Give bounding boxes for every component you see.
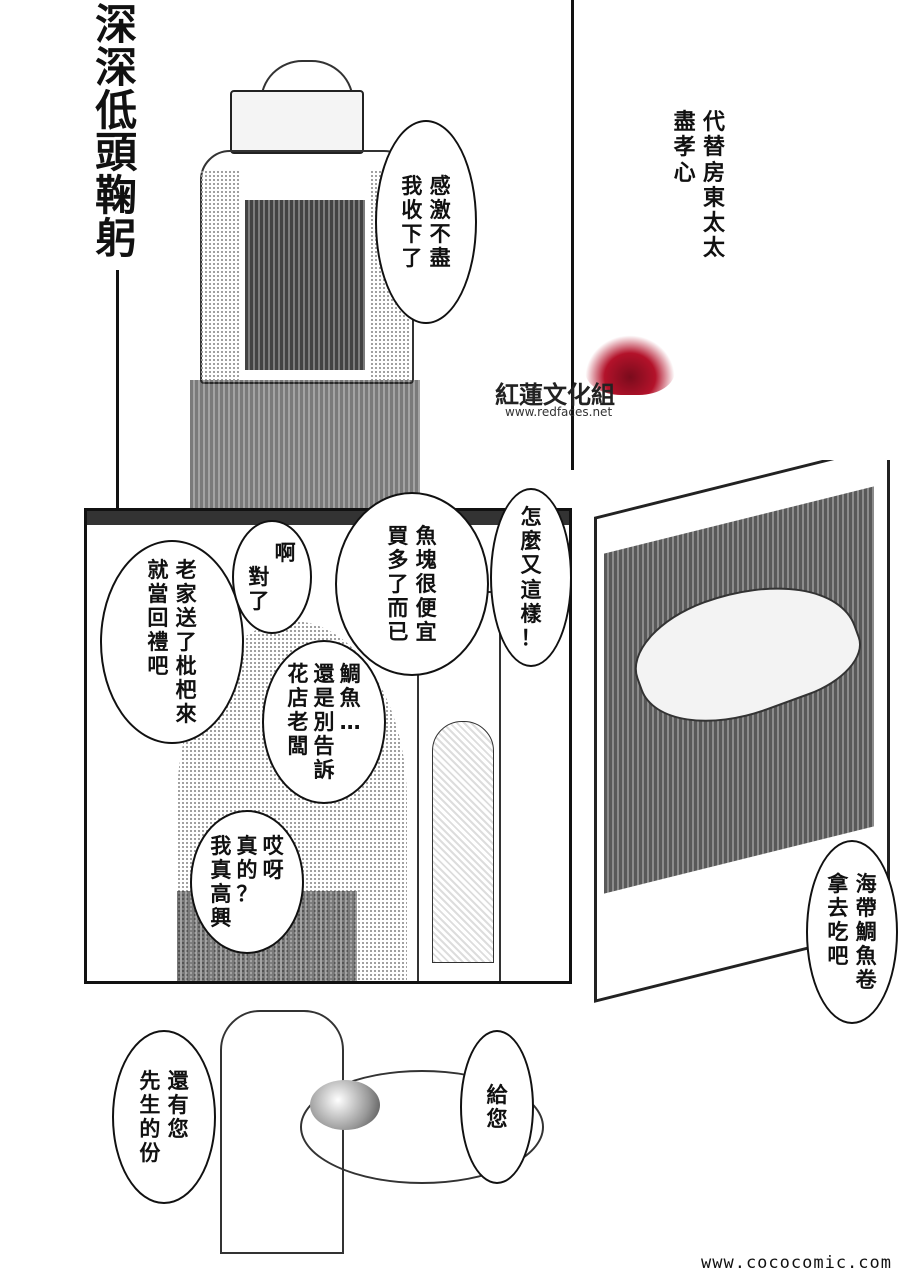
speech-bubble-husband: 還有您 先生的份: [112, 1030, 216, 1204]
bubble-text: 買多了而已: [387, 523, 409, 645]
bubble-text: 拿去吃吧: [827, 871, 849, 969]
watermark-name: 紅蓮文化組: [495, 381, 615, 409]
bubble-text: 啊: [274, 540, 296, 565]
bubble-text: 怎麼又這樣！: [520, 505, 542, 650]
bubble-text: 還有您: [167, 1068, 189, 1141]
bubble-text: 花店老闆: [287, 661, 309, 759]
loquat-icon: [310, 1080, 380, 1130]
title-caption: 深深低頭鞠躬: [95, 0, 138, 264]
narration-line: 代替房東太太: [702, 110, 725, 262]
bubble-text: 對了: [248, 564, 270, 613]
watermark-url: www.redfaces.net: [505, 405, 613, 419]
bubble-text: 真的？: [236, 833, 258, 906]
footer-url: www.cococomic.com: [701, 1253, 892, 1273]
bubble-text: 就當回禮吧: [147, 557, 169, 679]
bubble-text: 給您: [486, 1082, 508, 1131]
bubble-text: 老家送了枇杷來: [175, 557, 197, 727]
speech-bubble-cheap: 魚塊很便宜 買多了而已: [335, 492, 489, 676]
speech-bubble-again: 怎麼又這樣！: [490, 488, 572, 667]
narration-line: 盡孝心: [673, 110, 696, 186]
bubble-text: 哎呀: [262, 833, 284, 882]
speech-bubble-happy: 哎呀 真的？ 我真高興: [190, 810, 304, 954]
speech-bubble-oh-right: 啊 對了: [232, 520, 312, 634]
bubble-text: 魚塊很便宜: [415, 523, 437, 645]
speech-bubble-seaweed: 海帶鯛魚卷 拿去吃吧: [806, 840, 898, 1024]
bubble-text: 我真高興: [210, 833, 232, 931]
lotus-icon: [585, 335, 675, 395]
bubble-text: 還是別告訴: [313, 661, 335, 783]
bubble-text: 先生的份: [139, 1068, 161, 1166]
bubble-text: 我收下了: [401, 173, 423, 271]
bubble-text: 感激不盡: [429, 173, 451, 271]
figure-hands-gift: [220, 990, 550, 1254]
caption-line: [116, 270, 119, 510]
bubble-text: 鯛魚…: [339, 661, 361, 734]
bubble-text: 海帶鯛魚卷: [855, 871, 877, 993]
panel-divider: [571, 0, 574, 470]
speech-bubble-thanks: 感激不盡 我收下了: [375, 120, 477, 324]
thought-bubble: 鯛魚… 還是別告訴 花店老闆: [262, 640, 386, 804]
narration: 代替房東太太 盡孝心: [672, 110, 727, 262]
speech-bubble-loquat: 老家送了枇杷來 就當回禮吧: [100, 540, 244, 744]
speech-bubble-here: 給您: [460, 1030, 534, 1184]
watermark-logo: 紅蓮文化組 www.redfaces.net: [495, 335, 695, 425]
